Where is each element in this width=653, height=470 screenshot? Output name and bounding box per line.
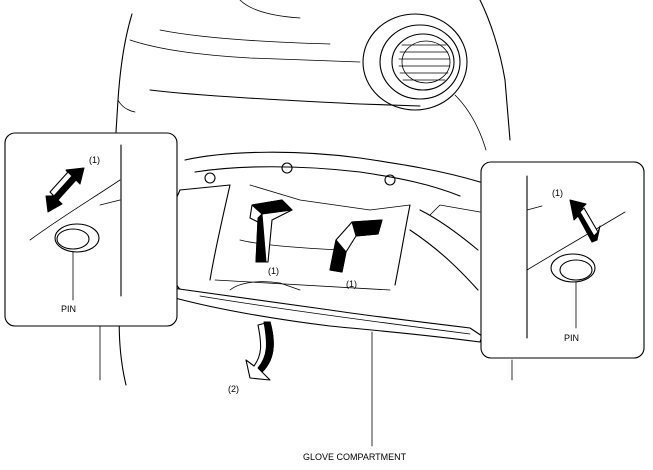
stopper-tab-right [329, 219, 383, 273]
callout-box-right: (1) PIN [480, 161, 645, 359]
tab-left-step-label: (1) [268, 266, 279, 276]
release-arrow-icon [45, 167, 85, 213]
glove-box-opening [167, 151, 481, 297]
callout-right-step-label: (1) [552, 188, 563, 198]
pull-down-arrow-icon [245, 321, 274, 381]
pin-right-label: PIN [564, 333, 579, 343]
glove-compartment-label: GLOVE COMPARTMENT [303, 452, 407, 462]
pin-icon [54, 223, 100, 301]
release-arrow-icon-right [569, 199, 601, 243]
callout-left-step-label: (1) [89, 155, 100, 165]
pin-left-label: PIN [61, 304, 76, 314]
air-vent-icon [362, 13, 468, 111]
dashboard-outline [99, 0, 513, 386]
stopper-tab-left [249, 199, 293, 263]
pull-step-label: (2) [228, 384, 239, 394]
glove-compartment-lid [171, 281, 483, 343]
tab-right-step-label: (1) [346, 279, 357, 289]
pin-icon-right [550, 253, 596, 329]
callout-box-left: (1) PIN [4, 132, 178, 327]
